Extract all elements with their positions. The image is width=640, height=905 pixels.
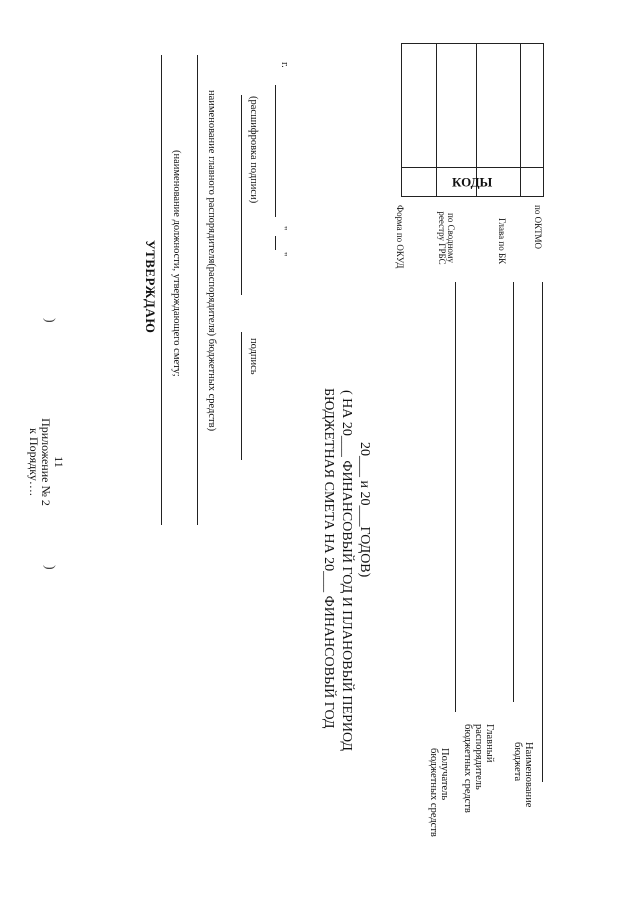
budget-name-field-line — [542, 282, 543, 782]
date-quote-open: " — [277, 252, 288, 257]
right-bracket-mark: ) — [42, 565, 57, 570]
date-quote-close: " — [277, 226, 288, 231]
date-year-suffix: г. — [279, 62, 290, 68]
estimate-title-line-2: ( НА 20___ ФИНАНСОВЫЙ ГОД И ПЛАНОВЫЙ ПЕР… — [339, 390, 354, 751]
grbs-label: по Сводному реестру ГРБС — [436, 211, 456, 265]
oktmo-label: по ОКТМО — [533, 205, 543, 249]
appendix-label: Приложение № 2 — [39, 418, 54, 506]
approval-heading: УТВЕРЖДАЮ — [143, 240, 158, 334]
manager-caption: наименование главного распорядителя(расп… — [206, 90, 217, 432]
okud-label: Форма по ОКУД — [395, 205, 405, 269]
position-caption: (наименование должности, утверждающего с… — [171, 150, 182, 377]
estimate-title-line-3: 20___ и 20___ГОДОВ) — [357, 442, 372, 578]
codes-table: КОДЫ — [401, 43, 544, 197]
decoding-caption: (расшифровка подписи) — [248, 96, 259, 204]
signature-caption: подпись — [248, 338, 259, 375]
estimate-title-line-1: БЮДЖЕТНАЯ СМЕТА НА 20___ ФИНАНСОВЫЙ ГОД — [321, 388, 336, 729]
decoding-line — [241, 95, 242, 295]
page-number: 11 — [52, 456, 66, 468]
codes-heading: КОДЫ — [452, 174, 493, 190]
page-header: 11 Приложение № 2 к Порядку…. — [26, 392, 66, 532]
manager-line — [197, 55, 198, 525]
chief-manager-field-line — [513, 282, 514, 702]
date-month-line — [275, 85, 276, 217]
recipient-field-line — [455, 282, 456, 712]
recipient-label: Получатель бюджетных средств — [427, 748, 450, 837]
chief-manager-label: Главный распорядитель бюджетных средств — [461, 724, 495, 813]
signature-line — [241, 332, 242, 460]
budget-name-label: Наименование бюджета — [511, 742, 534, 808]
position-line — [161, 55, 162, 525]
left-bracket-mark: ) — [42, 318, 57, 323]
date-day-line — [275, 236, 276, 250]
order-reference: к Порядку…. — [26, 428, 41, 496]
bk-label: Глава по БК — [497, 218, 507, 265]
